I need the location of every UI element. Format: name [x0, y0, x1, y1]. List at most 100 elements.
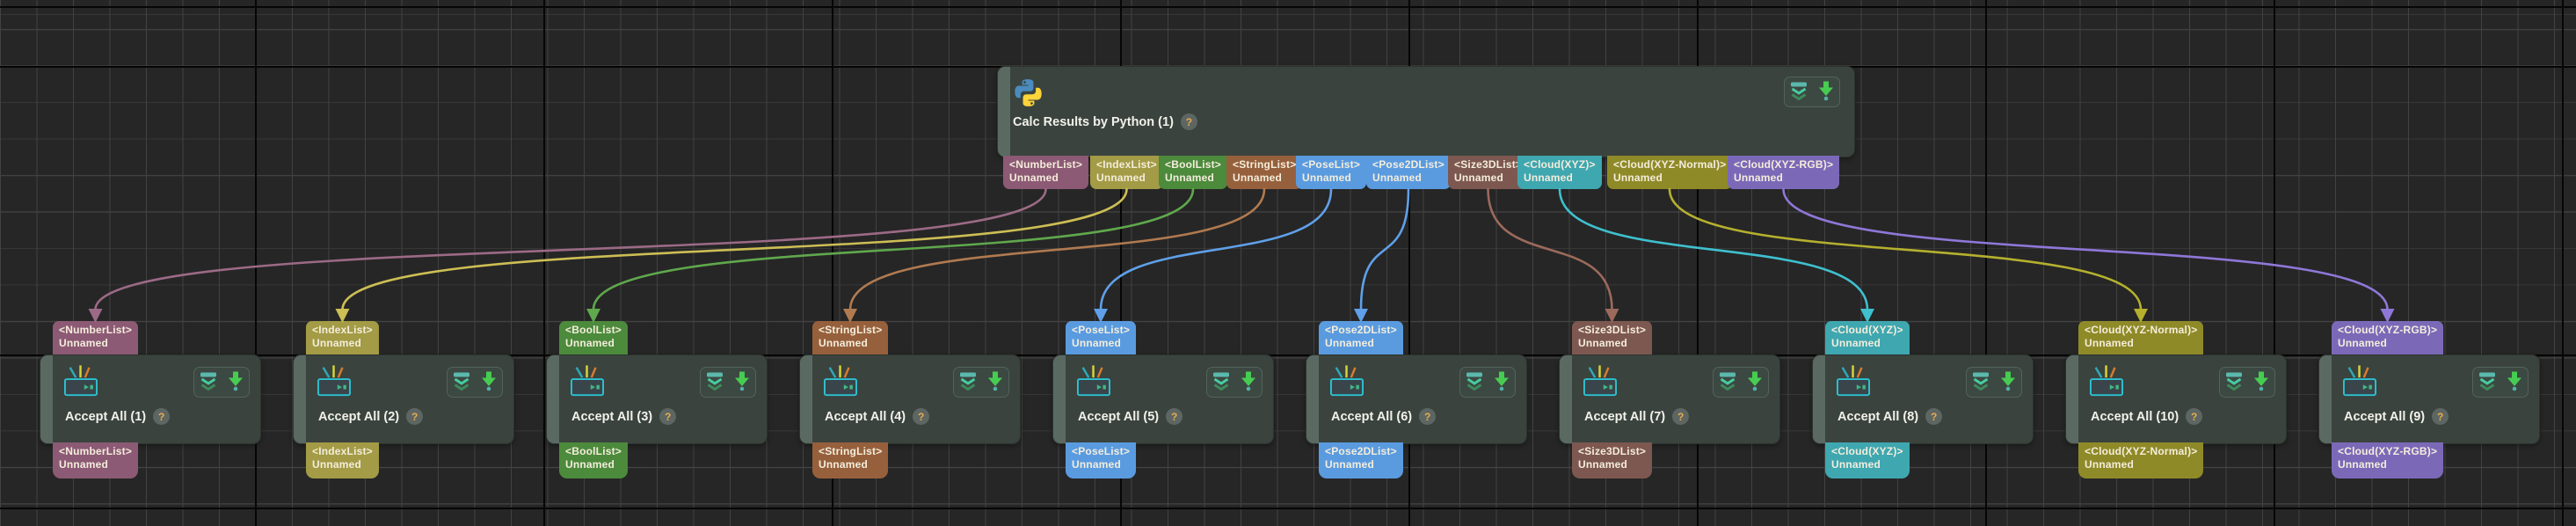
calc-results-by-python-node[interactable]: Calc Results by Python (1) ? [997, 66, 1855, 157]
help-icon[interactable]: ? [1180, 113, 1197, 130]
data-port[interactable]: <BoolList> Unnamed [559, 321, 629, 354]
data-port[interactable]: <Cloud(XYZ)> Unnamed [1825, 321, 1910, 354]
connection-wire[interactable] [1359, 187, 1410, 311]
node-grip[interactable] [40, 355, 53, 443]
download-result-icon[interactable] [2504, 369, 2525, 396]
node-grip[interactable] [1560, 355, 1572, 443]
data-port[interactable]: <PoseList> Unnamed [1066, 321, 1137, 354]
accept-all-node[interactable]: Accept All (9) ? [2318, 354, 2540, 444]
collapse-outputs-icon[interactable] [2223, 369, 2245, 396]
help-icon[interactable]: ? [2432, 408, 2449, 425]
node-toolbar[interactable] [1784, 77, 1840, 107]
node-grip[interactable] [2066, 355, 2078, 443]
accept-all-node[interactable]: Accept All (5) ? [1052, 354, 1274, 444]
download-result-icon[interactable] [478, 369, 499, 396]
help-icon[interactable]: ? [1166, 408, 1183, 425]
collapse-outputs-icon[interactable] [1464, 369, 1485, 396]
download-result-icon[interactable] [225, 369, 246, 396]
data-port[interactable]: <Cloud(XYZ)> Unnamed [1517, 156, 1602, 189]
connection-wire[interactable] [848, 187, 1266, 311]
data-port[interactable]: <BoolList> Unnamed [559, 442, 629, 479]
data-port[interactable]: <StringList> Unnamed [812, 321, 889, 354]
accept-all-node[interactable]: Accept All (1) ? [40, 354, 261, 444]
accept-all-node[interactable]: Accept All (8) ? [1812, 354, 2034, 444]
data-port[interactable]: <Cloud(XYZ-Normal)> Unnamed [2078, 442, 2204, 479]
node-grip[interactable] [1813, 355, 1825, 443]
accept-all-node[interactable]: Accept All (3) ? [546, 354, 768, 444]
download-result-icon[interactable] [1744, 369, 1765, 396]
accept-all-node[interactable]: Accept All (7) ? [1559, 354, 1780, 444]
data-port[interactable]: <Size3DList> Unnamed [1572, 442, 1653, 479]
accept-all-node[interactable]: Accept All (6) ? [1306, 354, 1527, 444]
help-icon[interactable]: ? [913, 408, 930, 425]
node-toolbar[interactable] [700, 367, 756, 398]
node-grip[interactable] [294, 355, 306, 443]
download-result-icon[interactable] [731, 369, 753, 396]
node-grip[interactable] [1053, 355, 1066, 443]
node-toolbar[interactable] [953, 367, 1009, 398]
data-port[interactable]: <Cloud(XYZ)> Unnamed [1825, 442, 1910, 479]
help-icon[interactable]: ? [1672, 408, 1690, 425]
data-port[interactable]: <Pose2DList> Unnamed [1319, 442, 1403, 479]
node-toolbar[interactable] [2219, 367, 2275, 398]
data-port[interactable]: <IndexList> Unnamed [306, 321, 379, 354]
connection-wire[interactable] [341, 187, 1128, 311]
download-result-icon[interactable] [2251, 369, 2272, 396]
data-port[interactable]: <Size3DList> Unnamed [1572, 321, 1653, 354]
node-grip[interactable] [800, 355, 812, 443]
collapse-outputs-icon[interactable] [704, 369, 725, 396]
data-port[interactable]: <NumberList> Unnamed [53, 442, 139, 479]
connection-wire[interactable] [1558, 187, 1869, 311]
data-port[interactable]: <Cloud(XYZ-RGB)> Unnamed [1728, 156, 1840, 189]
data-port[interactable]: <IndexList> Unnamed [1090, 156, 1163, 189]
collapse-outputs-icon[interactable] [957, 369, 979, 396]
help-icon[interactable]: ? [1925, 408, 1943, 425]
connection-wire[interactable] [1668, 187, 2143, 311]
node-toolbar[interactable] [1206, 367, 1263, 398]
data-port[interactable]: <NumberList> Unnamed [1003, 156, 1089, 189]
download-result-icon[interactable] [1238, 369, 1259, 396]
collapse-outputs-icon[interactable] [451, 369, 472, 396]
accept-all-node[interactable]: Accept All (4) ? [799, 354, 1021, 444]
data-port[interactable]: <Cloud(XYZ-RGB)> Unnamed [2332, 442, 2444, 479]
node-grip[interactable] [1306, 355, 1319, 443]
node-toolbar[interactable] [1459, 367, 1516, 398]
data-port[interactable]: <NumberList> Unnamed [53, 321, 139, 354]
node-toolbar[interactable] [447, 367, 503, 398]
download-result-icon[interactable] [1491, 369, 1512, 396]
collapse-outputs-icon[interactable] [198, 369, 219, 396]
data-port[interactable]: <Pose2DList> Unnamed [1319, 321, 1403, 354]
help-icon[interactable]: ? [406, 408, 424, 425]
accept-all-node[interactable]: Accept All (2) ? [293, 354, 514, 444]
collapse-outputs-icon[interactable] [1717, 369, 1738, 396]
collapse-outputs-icon[interactable] [1211, 369, 1232, 396]
node-toolbar[interactable] [1966, 367, 2022, 398]
connection-wire[interactable] [94, 187, 1047, 311]
download-result-icon[interactable] [985, 369, 1006, 396]
download-result-icon[interactable] [1816, 79, 1837, 106]
download-result-icon[interactable] [1997, 369, 2019, 396]
accept-all-node[interactable]: Accept All (10) ? [2065, 354, 2287, 444]
connection-wire[interactable] [592, 187, 1195, 311]
data-port[interactable]: <Cloud(XYZ-Normal)> Unnamed [2078, 321, 2204, 354]
data-port[interactable]: <StringList> Unnamed [812, 442, 889, 479]
help-icon[interactable]: ? [659, 408, 677, 425]
collapse-outputs-icon[interactable] [2477, 369, 2498, 396]
connection-wire[interactable] [1782, 187, 2389, 311]
data-port[interactable]: <BoolList> Unnamed [1159, 156, 1228, 189]
data-port[interactable]: <Pose2DList> Unnamed [1366, 156, 1451, 189]
connection-wire[interactable] [1487, 187, 1613, 311]
help-icon[interactable]: ? [153, 408, 171, 425]
help-icon[interactable]: ? [1419, 408, 1437, 425]
node-grip[interactable] [998, 67, 1010, 157]
node-toolbar[interactable] [1713, 367, 1769, 398]
connection-wire[interactable] [1099, 187, 1333, 311]
node-toolbar[interactable] [2472, 367, 2529, 398]
node-grip[interactable] [547, 355, 559, 443]
data-port[interactable]: <PoseList> Unnamed [1296, 156, 1367, 189]
data-port[interactable]: <Size3DList> Unnamed [1448, 156, 1529, 189]
data-port[interactable]: <StringList> Unnamed [1226, 156, 1303, 189]
data-port[interactable]: <PoseList> Unnamed [1066, 442, 1137, 479]
node-grip[interactable] [2319, 355, 2332, 443]
